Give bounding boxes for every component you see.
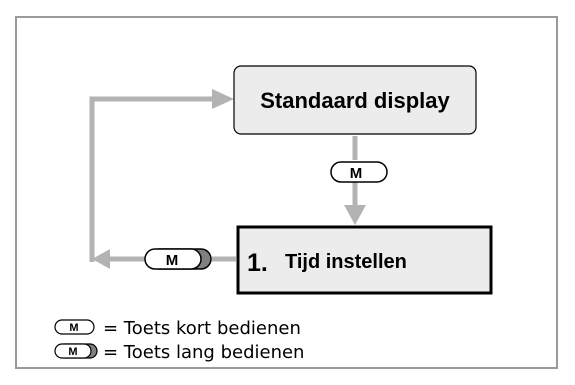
down-arrowhead — [344, 205, 366, 225]
legend-item-short: M = Toets kort bedienen — [54, 318, 301, 339]
long-press-key-icon: M — [144, 248, 212, 270]
long-press-key-label: M — [166, 252, 179, 269]
legend-long-key-label: M — [68, 346, 77, 358]
legend-short-text: = Toets kort bedienen — [103, 318, 301, 339]
node-set-time: 1. Tijd instellen — [236, 225, 493, 295]
short-press-key-icon: M — [330, 161, 388, 183]
legend-item-long: M = Toets lang bedienen — [54, 342, 304, 363]
loop-back-arrow — [89, 96, 228, 262]
node-standard-display-label: Standaard display — [260, 88, 450, 113]
legend: M = Toets kort bedienen M = Toets lang b… — [54, 318, 304, 363]
node-set-time-label: Tijd instellen — [285, 251, 407, 273]
legend-long-press-key-icon: M — [54, 343, 98, 359]
node-standard-display: Standaard display — [233, 65, 477, 135]
legend-short-press-key-icon: M — [54, 319, 95, 335]
short-press-key-label: M — [350, 165, 363, 182]
legend-long-text: = Toets lang bedienen — [103, 342, 304, 363]
node-set-time-number: 1. — [247, 249, 268, 277]
legend-short-key-label: M — [69, 322, 78, 334]
loop-back-arrowhead — [212, 89, 234, 109]
long-press-arrowhead — [92, 249, 110, 269]
